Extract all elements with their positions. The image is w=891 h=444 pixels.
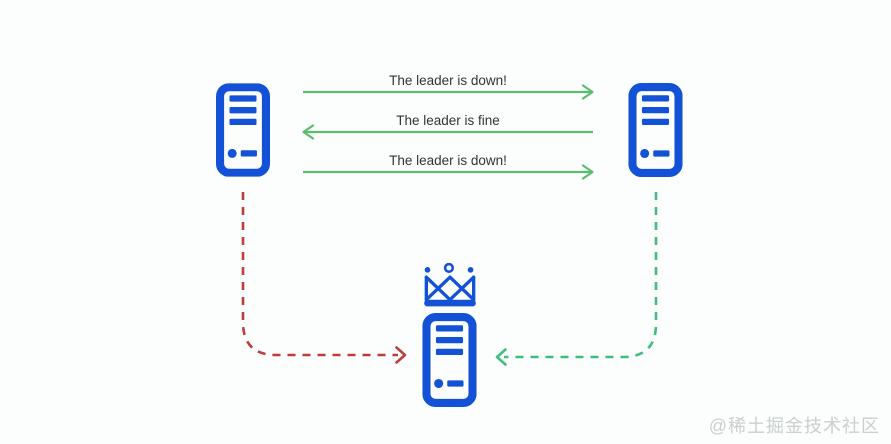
message-arrow-1: [303, 84, 594, 100]
message-label-2: The leader is fine: [396, 113, 500, 128]
message-arrow-3: [303, 164, 594, 180]
message-arrow-2: [302, 124, 593, 140]
crown-icon: [423, 263, 477, 308]
watermark: @稀土掘金技术社区: [708, 416, 880, 436]
message-label-1: The leader is down!: [389, 73, 507, 88]
server-icon: [422, 313, 477, 407]
server-icon: [216, 83, 270, 177]
suspicion-arrow-red: [241, 192, 407, 364]
suspicion-arrow-green: [495, 192, 658, 366]
message-label-3: The leader is down!: [389, 153, 507, 168]
server-icon: [628, 83, 683, 177]
